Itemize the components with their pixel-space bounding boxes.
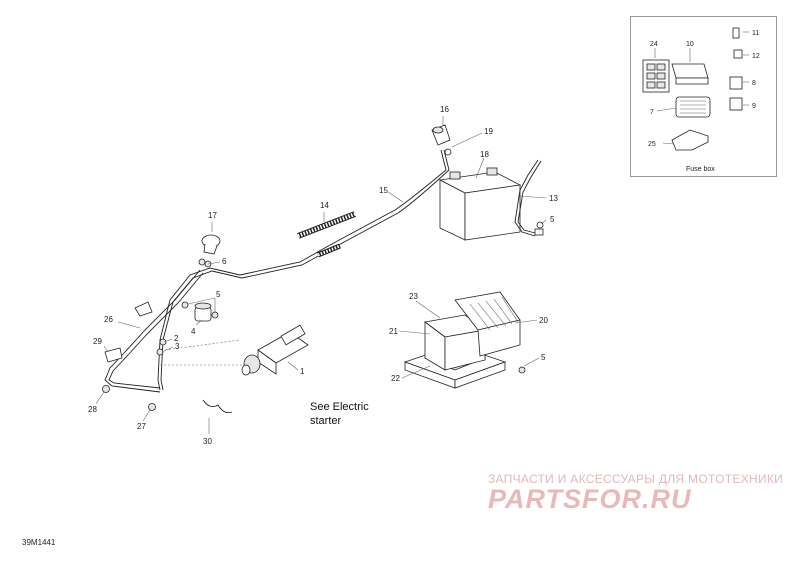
ground-wire [202, 399, 233, 414]
battery-cable [157, 149, 450, 391]
callout-6: 6 [222, 257, 227, 266]
starter-solenoid [194, 302, 212, 322]
terminal-cap [431, 124, 451, 146]
callout-16: 16 [440, 105, 449, 114]
clip [156, 348, 164, 356]
callout-27: 27 [137, 422, 146, 431]
callout-1: 1 [300, 367, 305, 376]
callout-19: 19 [484, 127, 493, 136]
callout-20: 20 [539, 316, 548, 325]
callouts: 16 19 18 15 13 5 14 17 6 5 4 26 2 3 29 2… [88, 105, 558, 446]
callout-22: 22 [391, 374, 400, 383]
terminal-screw [444, 148, 452, 156]
solenoid-cap [201, 234, 221, 255]
diagram-code: 39M1441 [22, 538, 56, 547]
callout-21: 21 [389, 327, 398, 336]
callout-29: 29 [93, 337, 102, 346]
reference-note-line2: starter [310, 415, 342, 427]
electric-starter [241, 324, 309, 376]
callout-25: 25 [648, 141, 656, 148]
cable-sleeve-section [317, 243, 341, 258]
cable-clamp [104, 347, 123, 363]
battery [438, 167, 522, 241]
watermark-logo: PARTSFOR.RU [488, 484, 692, 514]
callout-18: 18 [480, 150, 489, 159]
callout-26: 26 [104, 315, 113, 324]
callout-15: 15 [379, 186, 388, 195]
callout-24: 24 [650, 41, 658, 48]
solenoid-screw [181, 301, 189, 309]
callout-8: 8 [752, 80, 756, 87]
battery-cover [454, 291, 521, 357]
callout-13: 13 [549, 194, 558, 203]
solenoid-screw [211, 311, 219, 319]
callout-17: 17 [208, 211, 217, 220]
ground-screw [148, 403, 156, 411]
callout-5: 5 [216, 290, 221, 299]
callout-4: 4 [191, 327, 196, 336]
protective-sleeve [296, 211, 357, 239]
callout-12: 12 [752, 53, 760, 60]
reference-note-line1: See Electric [310, 401, 369, 413]
nut [198, 258, 206, 266]
cable-bracket [134, 301, 153, 317]
watermark-tagline: ЗАПЧАСТИ И АКСЕССУАРЫ ДЛЯ МОТОТЕХНИКИ [488, 472, 784, 486]
callout-23: 23 [409, 292, 418, 301]
callout-9: 9 [752, 103, 756, 110]
fuse-box-inset: 24 10 11 12 8 9 7 25 Fuse box [630, 16, 777, 177]
clip [159, 338, 167, 346]
callout-3: 3 [175, 342, 180, 351]
leader-lines [95, 116, 547, 434]
callout-10: 10 [686, 41, 694, 48]
callout-2: 2 [174, 334, 179, 343]
fuse-box-label: Fuse box [686, 166, 715, 173]
callout-5: 5 [550, 215, 555, 224]
ground-cable [104, 269, 204, 393]
callout-5: 5 [541, 353, 546, 362]
callout-7: 7 [650, 109, 654, 116]
callout-30: 30 [203, 437, 212, 446]
ground-screw [102, 385, 110, 393]
callout-28: 28 [88, 405, 97, 414]
negative-cable [514, 159, 544, 237]
battery-holder [424, 314, 486, 371]
tray-screw [518, 366, 526, 374]
callout-14: 14 [320, 201, 329, 210]
callout-11: 11 [752, 30, 759, 37]
